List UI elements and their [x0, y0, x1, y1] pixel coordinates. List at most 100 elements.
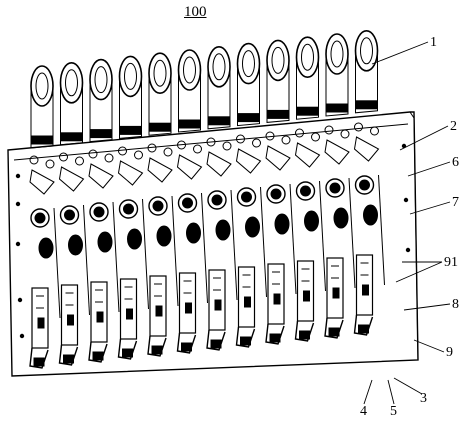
roller: [68, 234, 83, 256]
spool-wheel: [89, 58, 113, 101]
bracket-foot: [326, 103, 348, 113]
leader-line: [403, 303, 451, 311]
spool-hub: [124, 62, 137, 90]
roller: [245, 216, 260, 238]
latch-body: [178, 272, 197, 334]
push-rod: [378, 174, 385, 286]
spool-hub: [153, 59, 167, 87]
spool-hub: [65, 69, 78, 97]
bracket-foot: [120, 125, 141, 135]
spool-hub: [271, 46, 285, 74]
leader-line: [413, 339, 445, 353]
pivot: [206, 137, 216, 147]
push-rod: [53, 207, 61, 319]
knob: [89, 202, 109, 222]
latch-body: [355, 254, 374, 316]
knob: [30, 208, 50, 228]
knob: [236, 187, 257, 207]
spool-wheel: [177, 49, 202, 91]
hook-tip: [299, 330, 310, 340]
latch-body: [90, 281, 108, 343]
mounting-holes: [15, 143, 411, 339]
callout-5: 5: [390, 404, 397, 419]
latch-hook: [353, 314, 374, 336]
hook-tip: [328, 327, 340, 337]
latch-body: [31, 287, 49, 349]
hook-tip: [33, 357, 45, 367]
hook-tip: [210, 339, 222, 349]
spool-wheel: [295, 36, 320, 79]
lever-arm: [58, 166, 85, 192]
roller: [304, 210, 319, 232]
lever-arm: [206, 151, 232, 177]
spool-bracket: [355, 50, 378, 114]
roller: [363, 204, 378, 226]
latch-pin: [185, 302, 192, 314]
pivot: [104, 153, 114, 163]
latch-pin: [362, 284, 369, 296]
knob: [207, 190, 227, 210]
latch-body: [149, 275, 167, 337]
knob-core: [93, 206, 105, 218]
callout-9: 9: [446, 345, 453, 360]
push-rod: [171, 195, 179, 307]
spool-hub: [212, 53, 226, 81]
knob-core: [182, 197, 193, 209]
bracket-foot: [179, 119, 200, 129]
hook-tip: [181, 342, 192, 352]
actuator-column: [88, 58, 120, 363]
spool-bracket: [148, 73, 172, 136]
pivot: [118, 146, 127, 156]
spool-wheel: [148, 52, 172, 94]
base-plate-edge: [409, 111, 419, 361]
hook-tip: [63, 354, 74, 364]
roller: [38, 237, 54, 259]
latch-body: [296, 260, 315, 322]
knob: [266, 184, 286, 204]
knob-core: [359, 179, 370, 191]
spool-wheel: [59, 62, 84, 104]
actuator-column: [29, 65, 61, 369]
bracket-foot: [90, 129, 112, 139]
actuator-column: [324, 33, 356, 339]
roller: [97, 231, 113, 253]
spool-bracket: [119, 76, 142, 139]
leader-line: [393, 377, 423, 395]
callout-3: 3: [420, 391, 427, 406]
actuator-column: [176, 49, 208, 354]
callout-1: 1: [430, 35, 437, 50]
latch-hook: [206, 329, 226, 351]
spool-hub: [242, 50, 255, 78]
pivot: [370, 126, 379, 136]
leader-line: [371, 41, 429, 65]
latch-hook: [147, 335, 167, 357]
bracket-foot: [208, 116, 230, 126]
pivot: [45, 159, 55, 169]
spool-wheel: [354, 29, 379, 72]
push-rod: [289, 183, 297, 295]
spool-wheel: [266, 39, 290, 82]
hook-tip: [92, 351, 104, 361]
lever-arm: [176, 154, 203, 180]
pivot: [281, 135, 291, 145]
pivot: [88, 149, 98, 159]
latch-pin: [67, 314, 74, 326]
knob-core: [211, 194, 223, 206]
spool-wheel: [236, 42, 261, 85]
spool-hub: [330, 40, 344, 68]
knob: [177, 193, 198, 213]
knob: [295, 181, 316, 201]
latch-body: [208, 269, 226, 331]
spool-hub: [94, 66, 108, 94]
knob-core: [270, 188, 282, 200]
pivot: [193, 144, 202, 154]
leader-line: [407, 161, 451, 177]
spool-bracket: [89, 79, 113, 143]
knob-core: [152, 200, 164, 212]
spool-bracket: [60, 82, 83, 146]
bracket-foot: [31, 135, 53, 145]
roller: [215, 219, 231, 241]
mounting-hole: [17, 297, 23, 303]
knob: [59, 205, 80, 225]
